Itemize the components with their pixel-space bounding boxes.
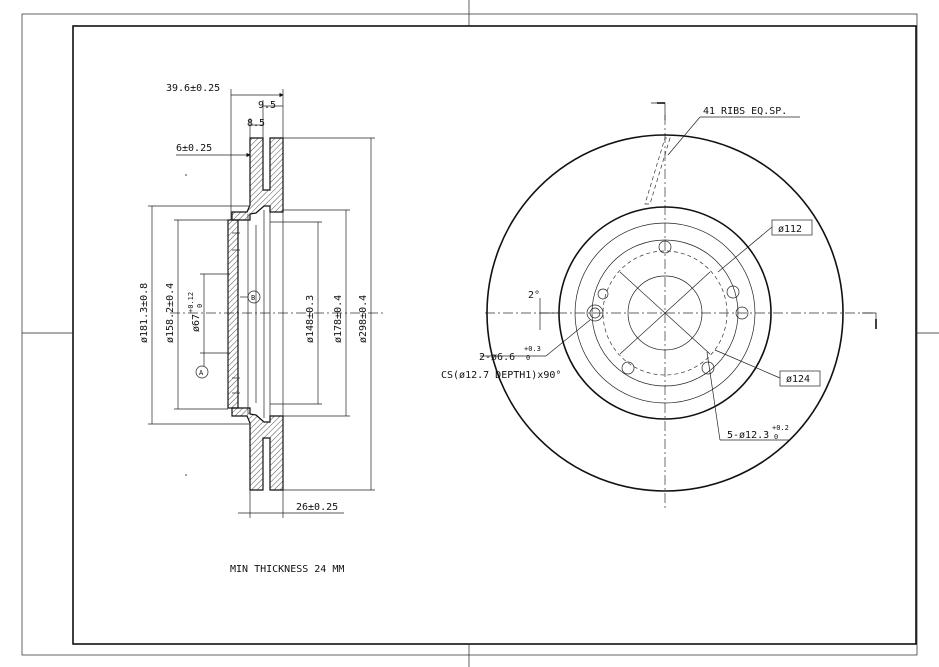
label-d298: ø298±0.4: [358, 295, 369, 343]
label-d181: ø181.3±0.8: [139, 283, 150, 343]
label-holes-2: 2-ø6.6: [479, 352, 515, 363]
hat-section: [227, 219, 239, 409]
label-holes-5-tol-upper: +0.2: [772, 424, 789, 432]
center-bore-circle: [627, 275, 703, 351]
label-hat-6: 6±0.25: [176, 143, 212, 154]
label-datum-a: A: [199, 369, 204, 377]
label-d178: ø178±0.4: [333, 295, 344, 343]
small-hole: [597, 288, 609, 300]
small-hole: [589, 307, 601, 319]
lug-hole: [726, 285, 740, 299]
pcd-circle: [602, 250, 728, 376]
section-view: 39.6±0.25 9.5 8.5 6±0.25 ø181.3±0.8 ø158…: [139, 83, 385, 575]
label-d158: ø158.2±0.4: [165, 283, 176, 343]
label-min-thickness: MIN THICKNESS 24 MM: [230, 564, 344, 575]
lug-holes: [621, 240, 749, 375]
label-overall-width: 39.6±0.25: [166, 83, 220, 94]
label-vane-95: 9.5: [258, 100, 276, 111]
label-thickness-26: 26±0.25: [296, 502, 338, 513]
label-holes-2-tol-lower: 0: [526, 354, 530, 362]
label-holes-2-tol-upper: +0.3: [524, 345, 541, 353]
lug-hole: [658, 240, 672, 254]
hat-outer-circle: [574, 222, 756, 404]
hat-flange-circle: [591, 239, 739, 387]
upper-rotor-section: [231, 137, 284, 221]
label-d112: ø112: [778, 224, 802, 235]
front-view: 41 RIBS EQ.SP. ø112 ø124 2° 2-ø6.6 +0.3 …: [441, 102, 877, 510]
label-angle-2: 2°: [528, 290, 540, 301]
label-countersink: CS(ø12.7 DEPTH1)x90°: [441, 370, 561, 381]
label-d67: ø67: [191, 314, 202, 332]
rib-outline: [644, 137, 671, 205]
datum-b-marker: [247, 290, 261, 304]
disc-outer-circle: [486, 134, 844, 492]
label-ribs: 41 RIBS EQ.SP.: [703, 106, 787, 117]
label-datum-b: B: [251, 294, 255, 302]
lug-hole: [701, 361, 715, 375]
label-vane-85: 8.5: [247, 118, 265, 129]
label-holes-5: 5-ø12.3: [727, 430, 769, 441]
label-d148: ø148±0.3: [305, 295, 316, 343]
datum-a-marker: [195, 365, 209, 379]
lug-hole: [621, 361, 635, 375]
label-d67-tol-upper: +0.12: [187, 292, 195, 313]
countersink-circle: [586, 304, 604, 322]
lower-rotor-section: [231, 407, 284, 491]
label-holes-5-tol-lower: 0: [774, 433, 778, 441]
drawing-frame: [21, 0, 939, 667]
label-d67-tol-lower: 0: [196, 304, 204, 308]
lug-hole: [735, 306, 749, 320]
label-d124: ø124: [786, 374, 810, 385]
